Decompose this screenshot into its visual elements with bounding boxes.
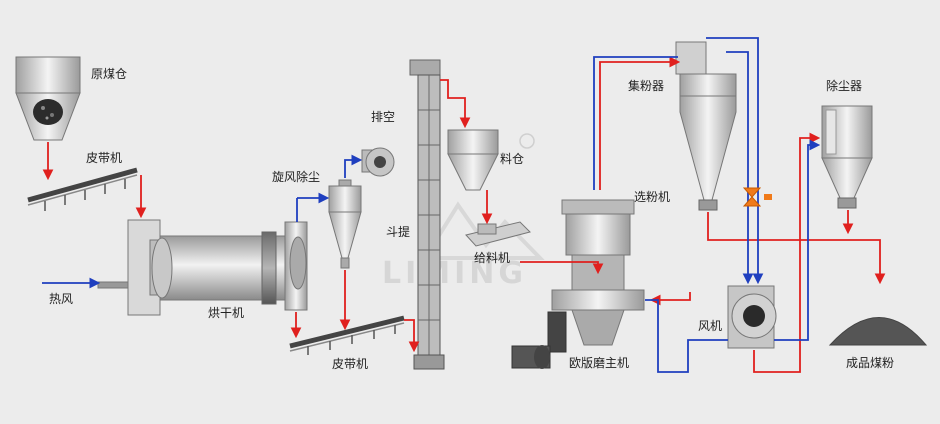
belt-conveyor-2 — [289, 315, 405, 355]
dust-collector — [821, 105, 873, 209]
exhaust-fan — [361, 147, 395, 177]
feeder-label: 给料机 — [474, 251, 511, 265]
exhaust-label: 排空 — [371, 110, 396, 124]
dust-collector-label: 除尘器 — [826, 79, 863, 93]
material-flow-lines — [42, 56, 886, 373]
watermark-text: LIMING — [382, 256, 527, 291]
bucket-elevator-label: 斗提 — [386, 225, 411, 239]
main-fan — [727, 285, 777, 349]
classifier-label: 选粉机 — [634, 190, 671, 204]
cyclone — [328, 179, 362, 269]
raw-coal-bin — [15, 56, 81, 141]
cyclone-label: 旋风除尘 — [272, 170, 321, 184]
feed-bin — [447, 129, 499, 191]
main-mill — [511, 199, 645, 369]
raw-coal-bin-label: 原煤仓 — [91, 67, 128, 81]
air-flow-lines — [42, 37, 821, 373]
valve — [742, 187, 772, 207]
main-mill-label: 欧版磨主机 — [569, 356, 630, 370]
feed-bin-label: 料仓 — [500, 152, 525, 166]
pulverized-coal-label: 成品煤粉 — [846, 356, 895, 370]
dryer — [97, 219, 308, 316]
powder-collector — [675, 41, 737, 211]
belt-conveyor-2-label: 皮带机 — [332, 357, 369, 371]
hot-air-label: 热风 — [49, 292, 74, 306]
belt-conveyor-1 — [27, 167, 138, 211]
powder-collector-label: 集粉器 — [628, 79, 665, 93]
fan-label: 风机 — [698, 319, 723, 333]
bucket-elevator — [409, 59, 445, 370]
dryer-label: 烘干机 — [208, 306, 245, 320]
feeder — [465, 221, 531, 247]
belt-conveyor-1-label: 皮带机 — [86, 151, 123, 165]
product-pile — [828, 317, 928, 346]
liming-watermark: LIMING — [382, 133, 545, 291]
